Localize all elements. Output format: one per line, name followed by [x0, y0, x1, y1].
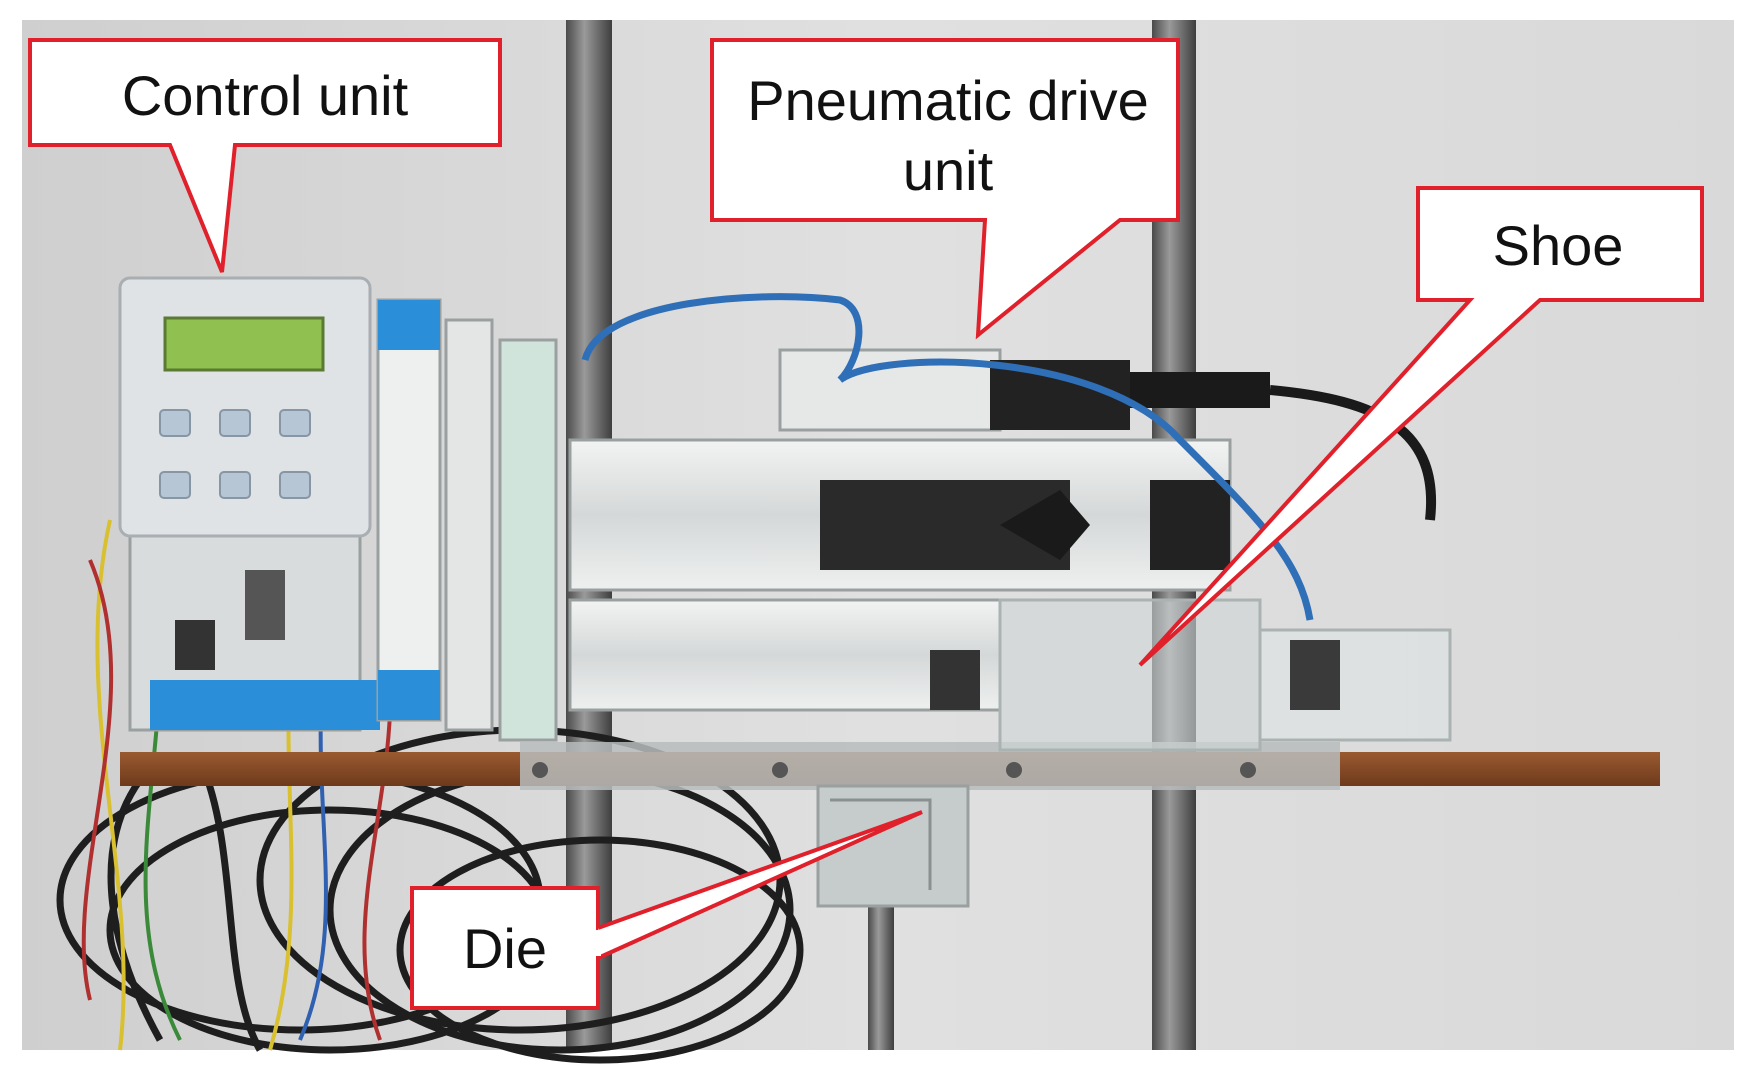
callout-box-shoe — [1138, 186, 1704, 667]
power-cable-plug — [1130, 372, 1270, 408]
shoe-box — [998, 598, 1262, 752]
callout-pointer-die — [597, 810, 923, 960]
callout-box-pneumatic-drive-unit — [710, 38, 1180, 340]
callout-pneumatic-drive-unit: Pneumatic drive unit — [710, 38, 1180, 340]
serial-port — [245, 570, 285, 640]
label-control-unit: Control unit — [122, 64, 409, 127]
cylinder-rail — [568, 598, 1002, 712]
callout-box-die — [410, 886, 600, 1010]
carriage-tip — [1000, 490, 1090, 560]
end-cap — [1150, 480, 1230, 570]
io-modules — [376, 298, 558, 742]
callout-control-unit: Control unit — [28, 38, 502, 273]
keypad-icon — [159, 409, 311, 499]
blue-air-hose-icon — [581, 293, 1314, 621]
shoe-extension — [1258, 628, 1452, 742]
pneumatic-drive-unit-device — [568, 348, 1437, 712]
shoe-fitting — [1290, 640, 1340, 710]
clear-guard-plate — [498, 338, 558, 742]
label-shoe: Shoe — [1493, 214, 1624, 277]
terminal-blocks — [150, 680, 380, 730]
callout-die: Die — [410, 810, 923, 1010]
shoe-device — [998, 598, 1452, 752]
callout-box-control-unit — [28, 38, 502, 273]
callout-shoe: Shoe — [1138, 186, 1704, 667]
label-pneumatic-line2: unit — [903, 139, 994, 202]
die-cavity — [830, 798, 932, 890]
label-pneumatic-line1: Pneumatic drive — [747, 69, 1149, 132]
lcd-display-icon — [163, 316, 325, 372]
control-unit-device — [118, 276, 380, 732]
connector-port — [175, 620, 215, 670]
rod-coupling — [930, 650, 980, 710]
plate-bolts — [532, 762, 1256, 778]
label-die: Die — [463, 917, 547, 980]
